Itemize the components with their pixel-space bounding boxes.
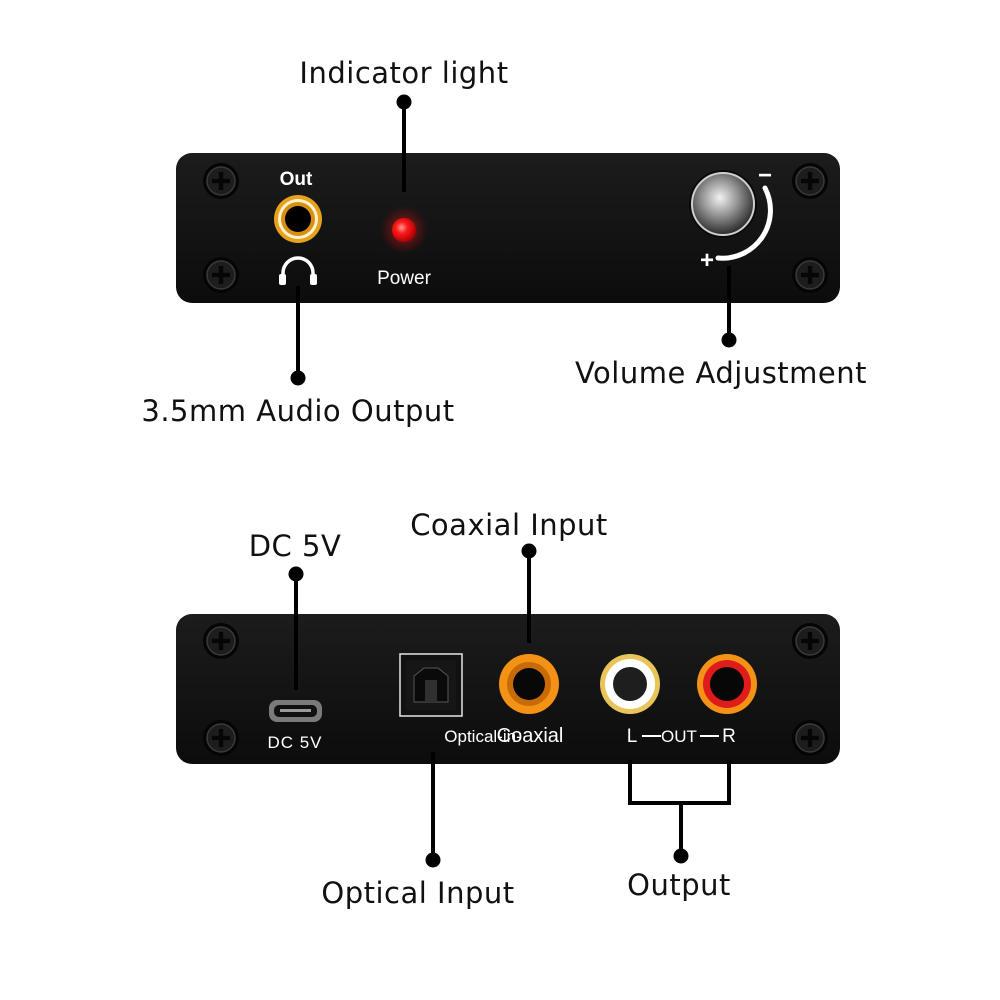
coaxial-port-label: Coaxial: [497, 725, 564, 747]
audio-output-callout: 3.5mm Audio Output: [141, 286, 454, 428]
optical-input-label: Optical Input: [321, 876, 514, 910]
coaxial-rca-port[interactable]: [499, 654, 559, 714]
headphones-icon: [279, 256, 317, 285]
volume-minus-label: −: [758, 162, 772, 189]
screw-icon: [202, 719, 240, 757]
headphone-jack[interactable]: [274, 195, 322, 243]
output-label: Output: [627, 868, 731, 902]
indicator-callout: Indicator light: [299, 56, 508, 192]
screw-icon: [202, 256, 240, 294]
volume-adjustment-label: Volume Adjustment: [575, 356, 867, 390]
out-center-label: OUT: [661, 727, 697, 746]
front-panel: Out Power − +: [176, 153, 840, 303]
audio-output-label: 3.5mm Audio Output: [141, 394, 454, 428]
coaxial-callout: Coaxial Input: [410, 508, 608, 643]
volume-plus-label: +: [700, 247, 714, 274]
out-right-label: R: [722, 726, 736, 747]
output-left-rca-port[interactable]: [600, 654, 660, 714]
volume-knob[interactable]: [689, 170, 757, 238]
optical-port-label: Optical-in-: [444, 727, 521, 746]
coaxial-input-label: Coaxial Input: [410, 508, 608, 542]
volume-callout: Volume Adjustment: [575, 266, 867, 390]
screw-icon: [791, 162, 829, 200]
back-panel: DC 5V Optical-in- Coaxial L: [176, 614, 840, 764]
dc-5v-label: DC 5V: [249, 529, 342, 563]
out-left-label: L: [627, 726, 638, 747]
screw-icon: [202, 162, 240, 200]
optical-callout: Optical Input: [321, 752, 514, 910]
power-label: Power: [377, 268, 432, 289]
indicator-light: [392, 218, 416, 242]
optical-port[interactable]: [399, 653, 463, 717]
screw-icon: [791, 256, 829, 294]
screw-icon: [791, 622, 829, 660]
volume-arc: [715, 185, 773, 261]
screw-icon: [202, 622, 240, 660]
dc-callout: DC 5V: [249, 529, 342, 690]
dc-port-label: DC 5V: [267, 733, 322, 752]
indicator-light-label: Indicator light: [299, 56, 508, 90]
output-callout: Output: [627, 760, 731, 902]
output-right-rca-port[interactable]: [697, 654, 757, 714]
screw-icon: [791, 719, 829, 757]
out-label: Out: [280, 169, 313, 190]
dc-power-port[interactable]: [269, 700, 322, 722]
